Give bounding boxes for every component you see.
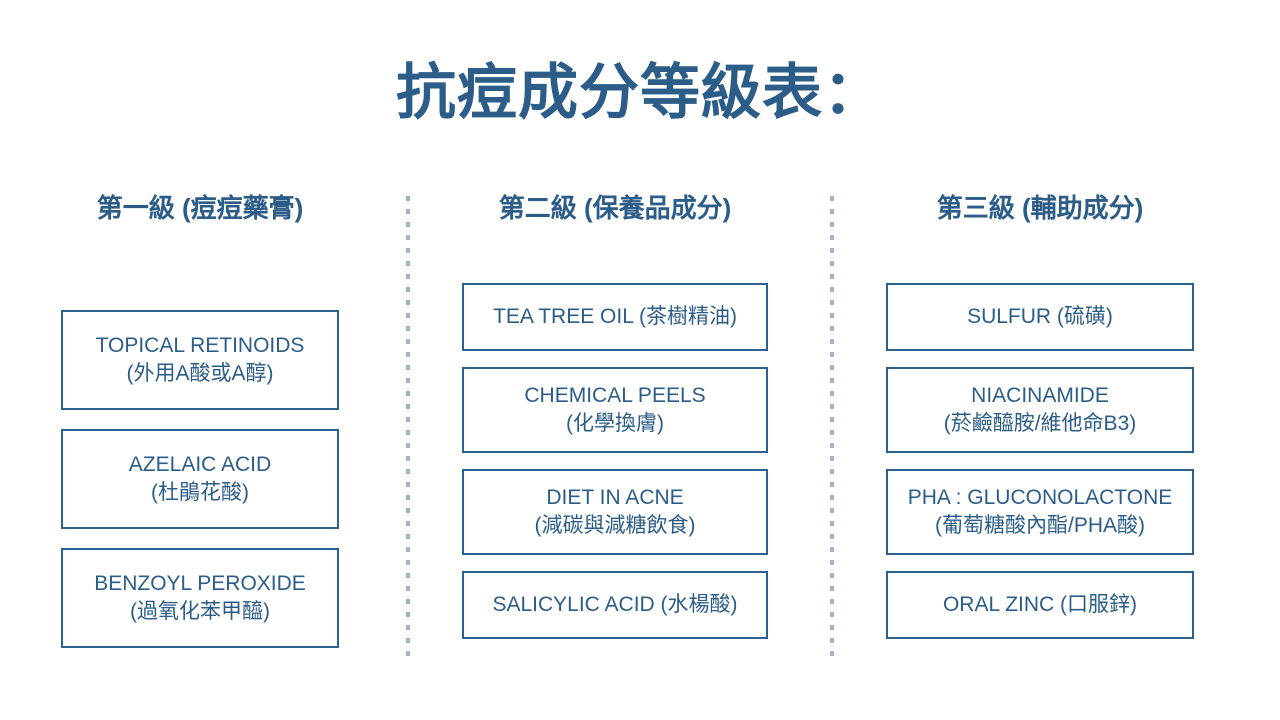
tier-column-2-header: 第二級 (保養品成分) [498,193,732,223]
ingredient-box[interactable]: CHEMICAL PEELS (化學換膚) [462,367,768,453]
ingredient-translation: (過氧化苯甲醯) [130,600,270,623]
tier-column-2-items: TEA TREE OIL (茶樹精油) CHEMICAL PEELS (化學換膚… [400,283,830,639]
column-divider-2 [830,196,834,662]
ingredient-translation: (杜鵑花酸) [151,481,249,504]
tier-column-3: 第三級 (輔助成分) SULFUR (硫磺) NIACINAMIDE (菸鹼醯胺… [830,190,1250,639]
ingredient-translation: (葡萄糖酸內酯/PHA酸) [935,514,1145,537]
tier-column-2: 第二級 (保養品成分) TEA TREE OIL (茶樹精油) CHEMICAL… [400,190,830,639]
tier-column-1-items: TOPICAL RETINOIDS (外用A酸或A醇) AZELAIC ACID… [0,310,400,648]
ingredient-translation: (化學換膚) [566,412,664,435]
ingredient-box[interactable]: AZELAIC ACID (杜鵑花酸) [61,429,339,529]
ingredient-name: TOPICAL RETINOIDS [95,334,305,358]
ingredient-box[interactable]: TOPICAL RETINOIDS (外用A酸或A醇) [61,310,339,410]
ingredient-box[interactable]: ORAL ZINC (口服鋅) [886,571,1194,639]
ingredient-box[interactable]: PHA : GLUCONOLACTONE (葡萄糖酸內酯/PHA酸) [886,469,1194,555]
ingredient-name: PHA : GLUCONOLACTONE [907,486,1173,510]
tier-column-3-header: 第三級 (輔助成分) [936,193,1144,223]
ingredient-box[interactable]: BENZOYL PEROXIDE (過氧化苯甲醯) [61,548,339,648]
tier-columns: 第一級 (痘痘藥膏) TOPICAL RETINOIDS (外用A酸或A醇) A… [0,190,1280,670]
ingredient-translation: (菸鹼醯胺/維他命B3) [943,412,1137,435]
tier-column-1: 第一級 (痘痘藥膏) TOPICAL RETINOIDS (外用A酸或A醇) A… [0,190,400,648]
ingredient-name: SALICYLIC ACID (水楊酸) [492,593,738,617]
ingredient-box[interactable]: DIET IN ACNE (減碳與減糖飲食) [462,469,768,555]
tier-column-1-header: 第一級 (痘痘藥膏) [96,193,304,223]
page-title: 抗痘成分等級表： [396,59,884,126]
ingredient-name: NIACINAMIDE [971,384,1109,408]
ingredient-name: BENZOYL PEROXIDE [94,572,306,596]
ingredient-box[interactable]: SULFUR (硫磺) [886,283,1194,351]
ingredient-box[interactable]: TEA TREE OIL (茶樹精油) [462,283,768,351]
ingredient-translation: (減碳與減糖飲食) [534,514,696,537]
ingredient-name: CHEMICAL PEELS [524,384,706,408]
ingredient-name: AZELAIC ACID [128,453,272,477]
ingredient-translation: (外用A酸或A醇) [126,362,274,385]
ingredient-name: ORAL ZINC (口服鋅) [942,593,1138,617]
tier-column-3-items: SULFUR (硫磺) NIACINAMIDE (菸鹼醯胺/維他命B3) PHA… [830,283,1250,639]
ingredient-name: DIET IN ACNE [546,486,684,510]
column-divider-1 [406,196,410,662]
ingredient-box[interactable]: NIACINAMIDE (菸鹼醯胺/維他命B3) [886,367,1194,453]
ingredient-box[interactable]: SALICYLIC ACID (水楊酸) [462,571,768,639]
ingredient-name: SULFUR (硫磺) [967,305,1113,329]
ingredient-name: TEA TREE OIL (茶樹精油) [493,305,737,329]
